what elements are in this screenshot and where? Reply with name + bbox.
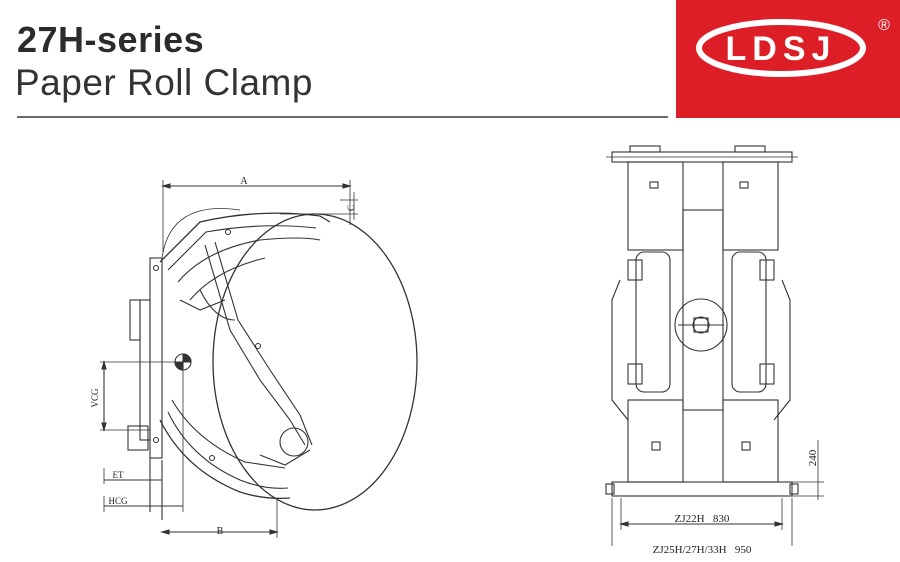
front-view [605, 145, 824, 546]
page-subtitle: Paper Roll Clamp [15, 62, 313, 103]
brand-block: LDSJ ® [676, 0, 900, 118]
dim-hcg-label: HCG [108, 496, 128, 506]
width-zj22h-label: ZJ22H 830 [675, 513, 730, 525]
dim-b-label: B [217, 526, 224, 537]
dim-et-label: ET [113, 470, 124, 480]
side-view [100, 180, 418, 538]
dim-c-label: C [346, 205, 356, 211]
header-divider [17, 116, 668, 118]
dim-vcg-label: VCG [90, 388, 100, 408]
dim-a-label: A [240, 176, 248, 187]
ldsj-logo: LDSJ ® [696, 17, 890, 77]
dim-240-label: 240 [807, 449, 819, 466]
registered-mark: ® [878, 17, 890, 34]
width-zj25h-label: ZJ25H/27H/33H 950 [653, 544, 752, 556]
logo-text: LDSJ [726, 30, 837, 68]
page-title: 27H-series [17, 19, 205, 60]
